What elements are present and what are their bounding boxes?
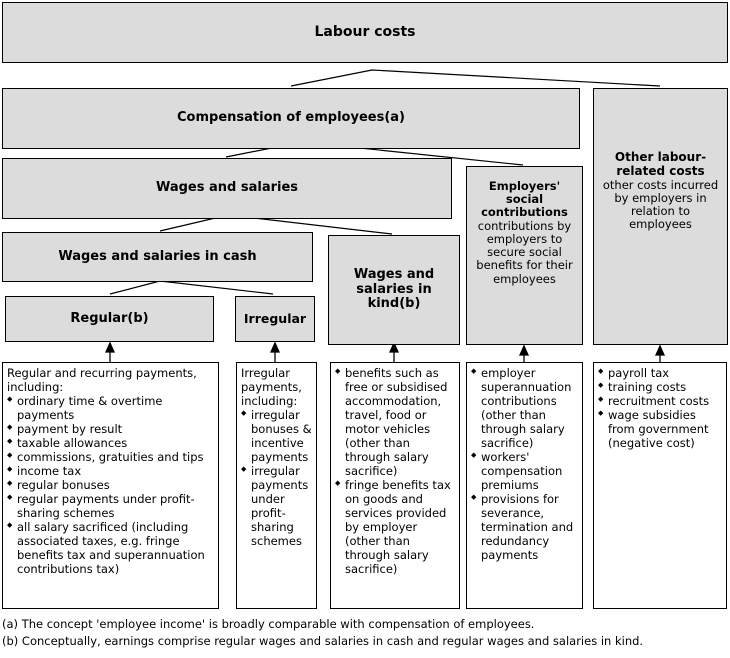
node-label: Regular(b) [70,310,149,326]
detail-lead: Irregular payments, including: [241,366,302,408]
list-item: ordinary time & overtime payments [7,394,214,422]
node-wages-and-salaries-in-kind[interactable]: Wages and salaries in kind(b) [328,235,460,345]
detail-box-social-contributions[interactable]: employer superannuation contributions (o… [466,362,583,609]
list-item: benefits such as free or subsidised acco… [335,366,455,478]
footnote-a: (a) The concept 'employee income' is bro… [2,617,535,631]
node-irregular[interactable]: Irregular [235,296,315,342]
node-subtitle: contributions by employers to secure soc… [476,218,573,286]
list-item: workers' compensation premiums [471,450,578,492]
node-compensation-of-employees[interactable]: Compensation of employees(a) [2,88,580,149]
list-item: all salary sacrificed (including associa… [7,520,214,576]
node-label: Irregular [243,310,307,326]
detail-box-in-kind[interactable]: benefits such as free or subsidised acco… [330,362,460,609]
node-label: Wages and salaries [155,180,299,196]
node-employers-social-contributions[interactable]: Employers' social contributions contribu… [466,166,583,345]
node-title: Employers' social contributions [481,179,568,220]
list-item: income tax [7,464,214,478]
node-wages-and-salaries-in-cash[interactable]: Wages and salaries in cash [2,232,313,282]
list-item: employer superannuation contributions (o… [471,366,578,450]
detail-list: ordinary time & overtime paymentspayment… [7,394,214,576]
node-subtitle: other costs incurred by employers in rel… [602,177,719,232]
list-item: wage subsidies from government (negative… [598,408,722,450]
node-regular[interactable]: Regular(b) [5,296,214,342]
list-item: commissions, gratuities and tips [7,450,214,464]
detail-list: payroll taxtraining costsrecruitment cos… [598,366,722,450]
list-item: taxable allowances [7,436,214,450]
footnote-b: (b) Conceptually, earnings comprise regu… [2,634,644,648]
detail-box-other-costs[interactable]: payroll taxtraining costsrecruitment cos… [593,362,727,609]
list-item: irregular payments under profit-sharing … [241,464,312,548]
list-item: fringe benefits tax on goods and service… [335,478,455,576]
node-labour-costs[interactable]: Labour costs [2,2,728,63]
node-title: Other labour-related costs [614,150,707,178]
list-item: payment by result [7,422,214,436]
node-other-labour-related-costs[interactable]: Other labour-related costs other costs i… [593,88,728,345]
list-item: payroll tax [598,366,722,380]
node-label: Wages and salaries in kind(b) [353,266,435,312]
node-label: Labour costs [314,24,416,41]
detail-lead: Regular and recurring payments, includin… [7,366,197,394]
list-item: regular payments under profit-sharing sc… [7,492,214,520]
node-wages-and-salaries[interactable]: Wages and salaries [2,158,452,219]
list-item: irregular bonuses & incentive payments [241,408,312,464]
list-item: regular bonuses [7,478,214,492]
node-label: Wages and salaries in cash [58,248,257,264]
detail-list: employer superannuation contributions (o… [471,366,578,562]
list-item: provisions for severance, termination an… [471,492,578,562]
node-label: Compensation of employees(a) [177,110,405,126]
detail-box-irregular[interactable]: Irregular payments, including: irregular… [236,362,317,609]
list-item: training costs [598,380,722,394]
detail-list: irregular bonuses & incentive paymentsir… [241,408,312,548]
detail-box-regular[interactable]: Regular and recurring payments, includin… [2,362,219,609]
list-item: recruitment costs [598,394,722,408]
detail-list: benefits such as free or subsidised acco… [335,366,455,576]
